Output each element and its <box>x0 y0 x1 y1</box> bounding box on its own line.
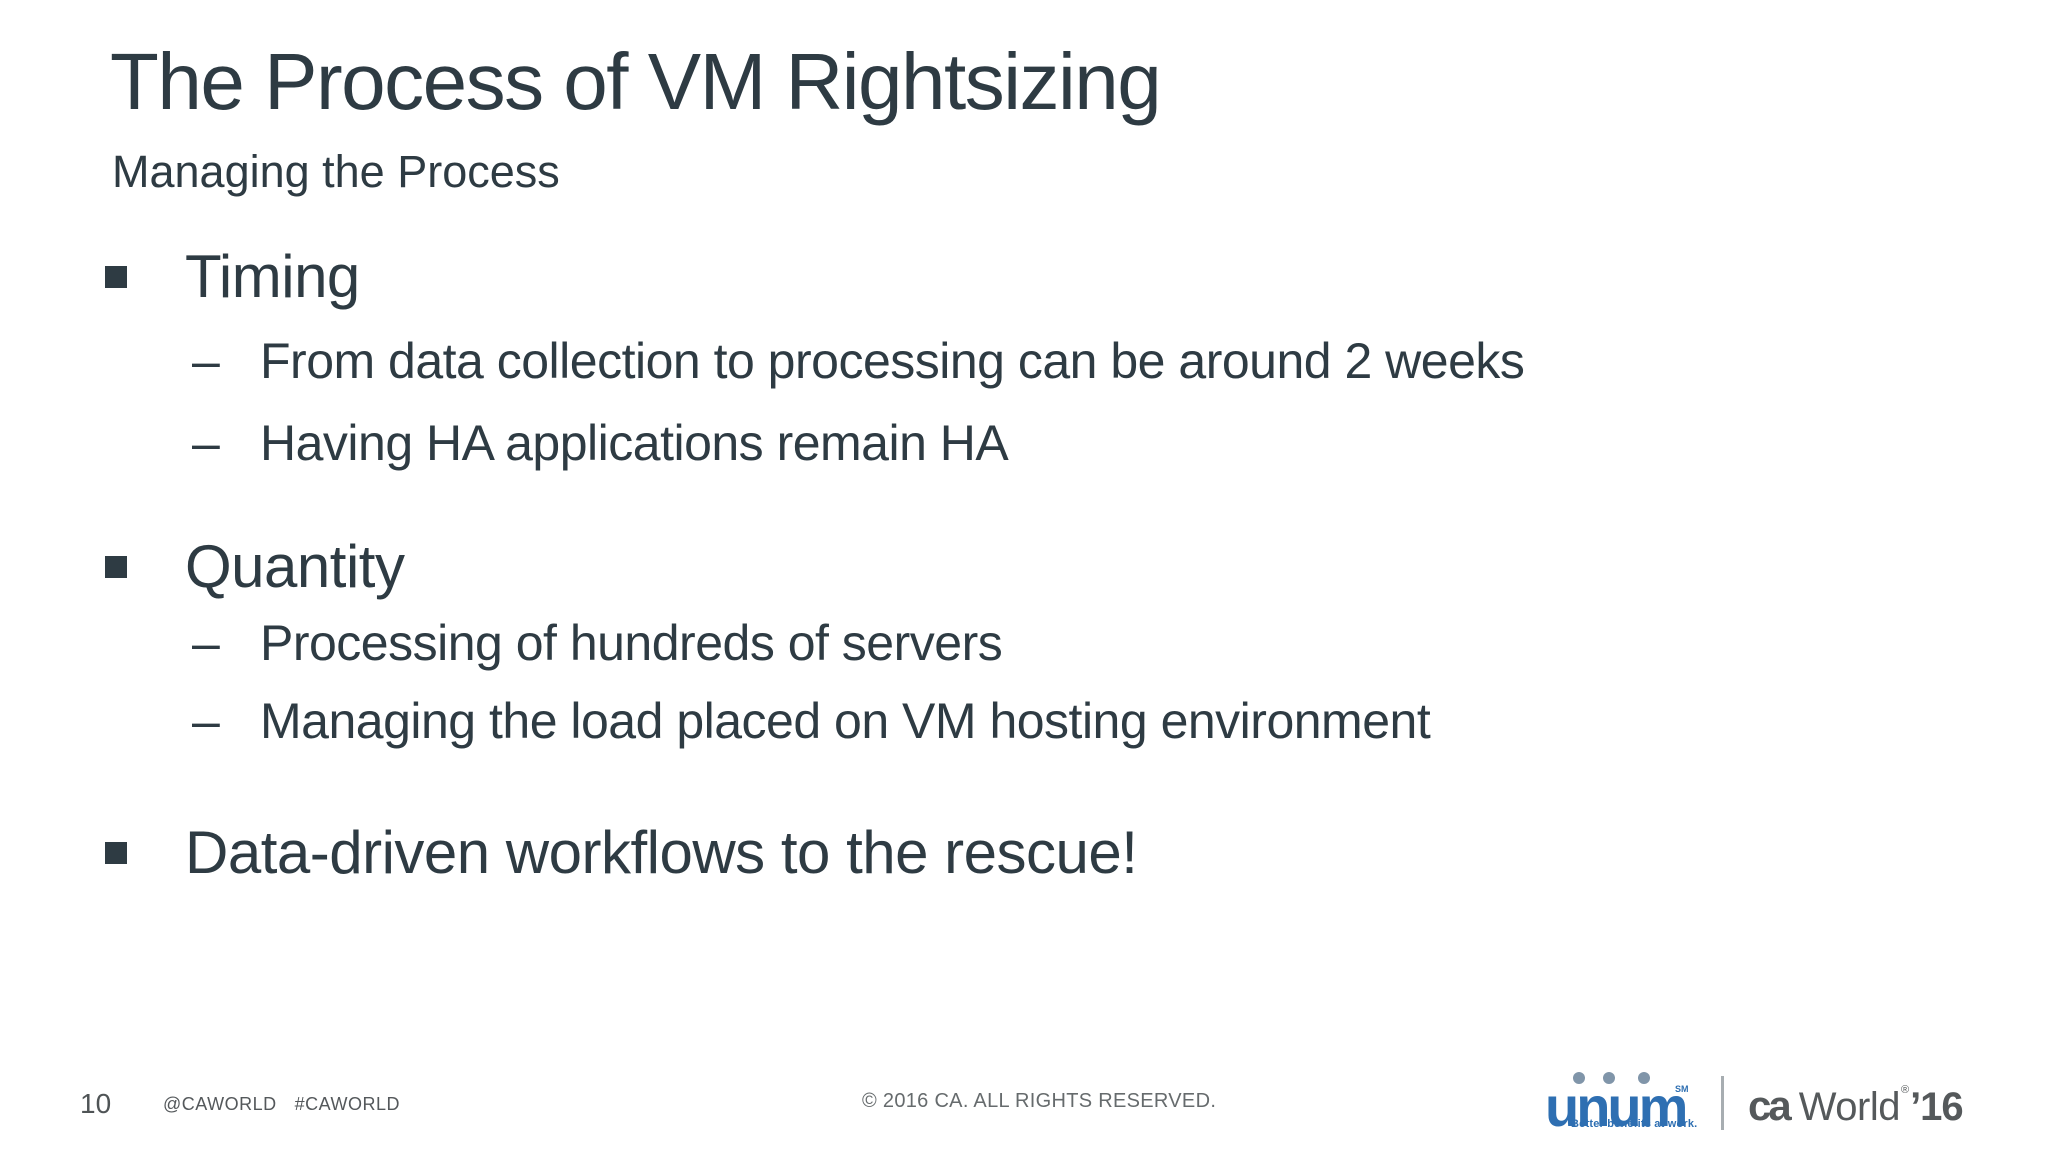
registered-mark-icon: ® <box>1900 1084 1910 1096</box>
bullet-quantity: Quantity <box>105 532 405 601</box>
sub-bullet-text: Managing the load placed on VM hosting e… <box>260 693 1431 749</box>
unum-person-dot-icon <box>1603 1072 1615 1084</box>
sub-bullet: – Processing of hundreds of servers <box>192 614 1003 672</box>
slide-subtitle: Managing the Process <box>112 146 560 197</box>
unum-wordmark: unum <box>1545 1075 1688 1138</box>
sub-bullet-text: Having HA applications remain HA <box>260 415 1009 471</box>
dash-marker: – <box>192 615 220 671</box>
logo-divider <box>1721 1076 1724 1130</box>
unum-person-dot-icon <box>1638 1072 1650 1084</box>
bullet-square-icon <box>105 265 127 288</box>
dash-marker: – <box>192 333 220 389</box>
sub-bullet: – Managing the load placed on VM hosting… <box>192 692 1431 750</box>
bullet-label: Data-driven workflows to the rescue! <box>185 819 1138 886</box>
bullet-label: Timing <box>185 243 360 310</box>
bullet-label: Quantity <box>185 533 405 600</box>
bullet-rescue: Data-driven workflows to the rescue! <box>105 818 1138 887</box>
unum-logo: unum SM Better benefits at work. <box>1543 1066 1703 1138</box>
sub-bullet-text: Processing of hundreds of servers <box>260 615 1003 671</box>
ca-world-text: World <box>1798 1085 1901 1129</box>
copyright-notice: © 2016 CA. ALL RIGHTS RESERVED. <box>862 1090 1217 1112</box>
hashtag: #CAWORLD <box>294 1094 400 1114</box>
sub-bullet: – Having HA applications remain HA <box>192 414 1009 472</box>
ca-world-year: ’16 <box>1910 1085 1964 1129</box>
ca-world-logo: ca World ® ’16 <box>1748 1082 1964 1130</box>
page-number: 10 <box>80 1088 112 1119</box>
twitter-handle: @CAWORLD <box>163 1094 277 1114</box>
slide-title: The Process of VM Rightsizing <box>110 37 1162 126</box>
unum-tagline: Better benefits at work. <box>1571 1118 1698 1130</box>
dash-marker: – <box>192 415 220 471</box>
unum-servicemark: SM <box>1675 1084 1689 1094</box>
bullet-timing: Timing <box>105 242 360 311</box>
dash-marker: – <box>192 693 220 749</box>
bullet-square-icon <box>105 841 127 864</box>
sub-bullet-text: From data collection to processing can b… <box>260 333 1525 389</box>
ca-logo-mark: ca <box>1748 1082 1792 1129</box>
social-handles: @CAWORLD #CAWORLD <box>163 1094 418 1115</box>
sub-bullet: – From data collection to processing can… <box>192 332 1525 390</box>
bullet-square-icon <box>105 555 127 578</box>
unum-person-dot-icon <box>1573 1072 1585 1084</box>
